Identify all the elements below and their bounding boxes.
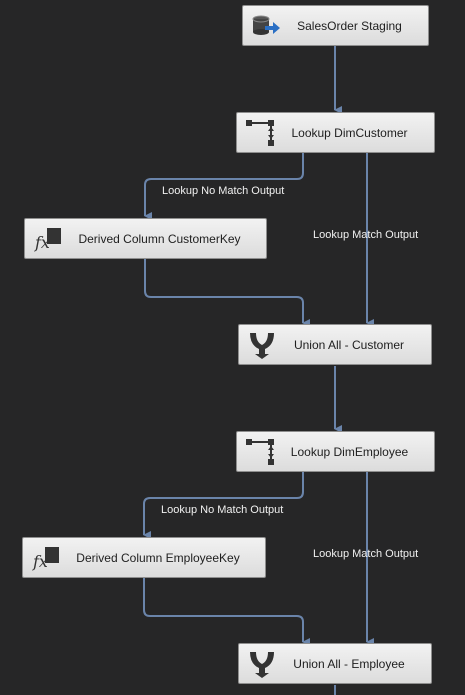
path-label-customer-no-match[interactable]: Lookup No Match Output [162, 185, 285, 197]
source-salesorder-staging[interactable]: SalesOrder Staging [242, 5, 429, 46]
derived-column-icon: fx [31, 543, 61, 573]
path-derived-customer-to-union [144, 259, 310, 327]
node-label: Lookup DimCustomer [291, 125, 408, 140]
node-label: Derived Column EmployeeKey [76, 550, 240, 565]
path-derived-employee-to-union [143, 578, 310, 646]
node-label: Union All - Customer [293, 337, 405, 352]
derived-column-customerkey[interactable]: fx Derived Column CustomerKey [24, 218, 267, 259]
path-label-customer-match[interactable]: Lookup Match Output [313, 229, 419, 241]
lookup-dimcustomer[interactable]: Lookup DimCustomer [236, 112, 435, 153]
svg-text:fx: fx [34, 233, 50, 252]
svg-text:fx: fx [32, 552, 48, 571]
derived-column-employeekey[interactable]: fx Derived Column EmployeeKey [22, 537, 266, 578]
lookup-icon [245, 437, 275, 467]
node-label: Union All - Employee [293, 656, 405, 671]
node-label: Derived Column CustomerKey [78, 231, 241, 246]
union-all-icon [247, 330, 277, 360]
lookup-dimemployee[interactable]: Lookup DimEmployee [236, 431, 435, 472]
union-all-icon [247, 649, 277, 679]
union-all-customer[interactable]: Union All - Customer [238, 324, 432, 365]
path-label-employee-no-match[interactable]: Lookup No Match Output [161, 504, 284, 516]
derived-column-icon: fx [33, 224, 63, 254]
union-all-employee[interactable]: Union All - Employee [238, 643, 432, 684]
path-label-employee-match[interactable]: Lookup Match Output [313, 548, 419, 560]
node-label: Lookup DimEmployee [290, 444, 409, 459]
node-label: SalesOrder Staging [297, 18, 402, 33]
ole-db-source-icon [251, 11, 281, 41]
lookup-icon [245, 118, 275, 148]
